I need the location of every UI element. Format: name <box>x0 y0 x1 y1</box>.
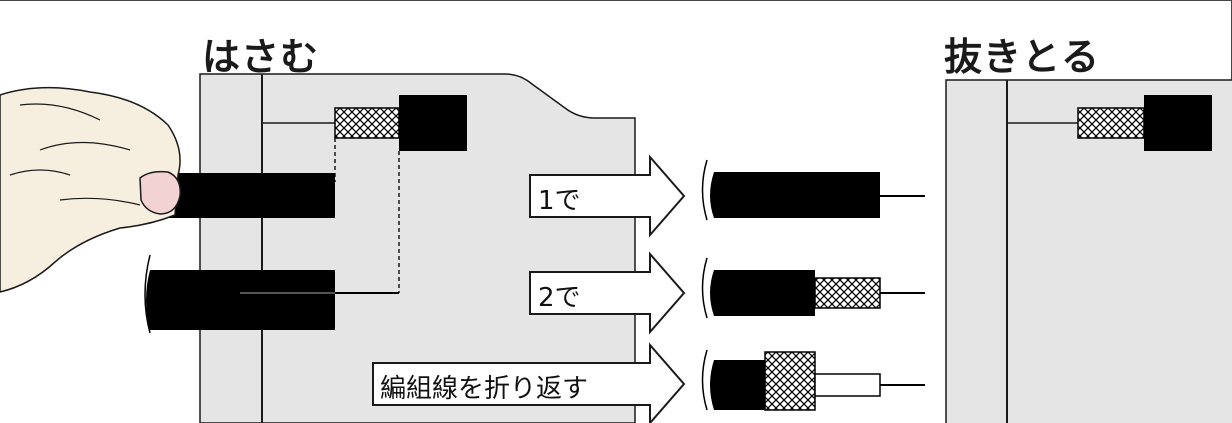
step-arrow-2 <box>529 251 686 335</box>
result-cable-3 <box>701 349 925 411</box>
cable-jacket <box>399 95 467 151</box>
cable-jacket <box>1144 95 1212 151</box>
stripper-tool-panel-right <box>945 79 1232 423</box>
result-cable-1 <box>701 159 925 221</box>
braid-segment <box>1077 107 1145 139</box>
step-arrow-3 <box>372 342 686 423</box>
stripper-tool-panel-left <box>144 73 636 423</box>
cable-upper <box>160 173 335 218</box>
title-clamp: はさむ <box>202 35 320 79</box>
hand-illustration <box>0 86 181 293</box>
fingernail <box>139 170 181 215</box>
braid-segment <box>334 107 400 139</box>
folded-braid <box>764 351 816 411</box>
cable-lower <box>146 270 335 330</box>
braid-segment <box>814 277 881 309</box>
inner-insulation <box>814 373 881 397</box>
step-1-label: 1で <box>538 186 581 216</box>
step-3-label: 編組線を折り返す <box>380 374 589 404</box>
title-pull-out: 抜きとる <box>944 35 1101 79</box>
step-2-label: 2で <box>538 283 581 313</box>
result-cable-2 <box>701 257 925 319</box>
step-arrow-1 <box>529 154 686 238</box>
